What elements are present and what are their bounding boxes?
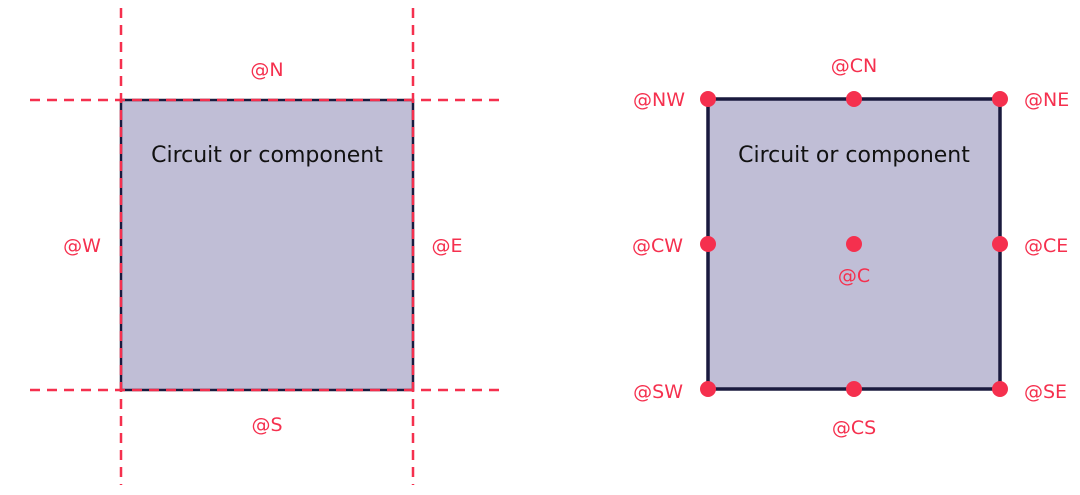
nw-anchor-dot: [700, 91, 716, 107]
nw-anchor-label: @NW: [633, 89, 685, 111]
cw-anchor-label: @CW: [632, 235, 683, 257]
north-anchor-label: @N: [250, 59, 283, 81]
ce-anchor-dot: [992, 236, 1008, 252]
ce-anchor-label: @CE: [1024, 235, 1068, 257]
west-anchor-label: @W: [63, 235, 101, 257]
cs-anchor-dot: [846, 381, 862, 397]
south-anchor-label: @S: [251, 414, 282, 436]
c-anchor-label: @C: [838, 265, 870, 287]
cn-anchor-label: @CN: [831, 55, 877, 77]
left-component-box: [121, 100, 413, 390]
left-component-border: [119, 98, 415, 392]
c-anchor-dot: [846, 236, 862, 252]
sw-anchor-dot: [700, 381, 716, 397]
left-panel: Circuit or component @N @S @W @E: [30, 8, 505, 485]
sw-anchor-label: @SW: [633, 381, 683, 403]
cn-anchor-dot: [846, 91, 862, 107]
right-panel: Circuit or component @NW @CN @NE @CW @C …: [632, 55, 1069, 439]
ne-anchor-label: @NE: [1024, 89, 1069, 111]
se-anchor-label: @SE: [1024, 381, 1067, 403]
ne-anchor-dot: [992, 91, 1008, 107]
cs-anchor-label: @CS: [832, 417, 876, 439]
se-anchor-dot: [992, 381, 1008, 397]
right-component-label: Circuit or component: [738, 143, 970, 168]
left-component-label: Circuit or component: [151, 143, 383, 168]
cw-anchor-dot: [700, 236, 716, 252]
east-anchor-label: @E: [431, 235, 462, 257]
